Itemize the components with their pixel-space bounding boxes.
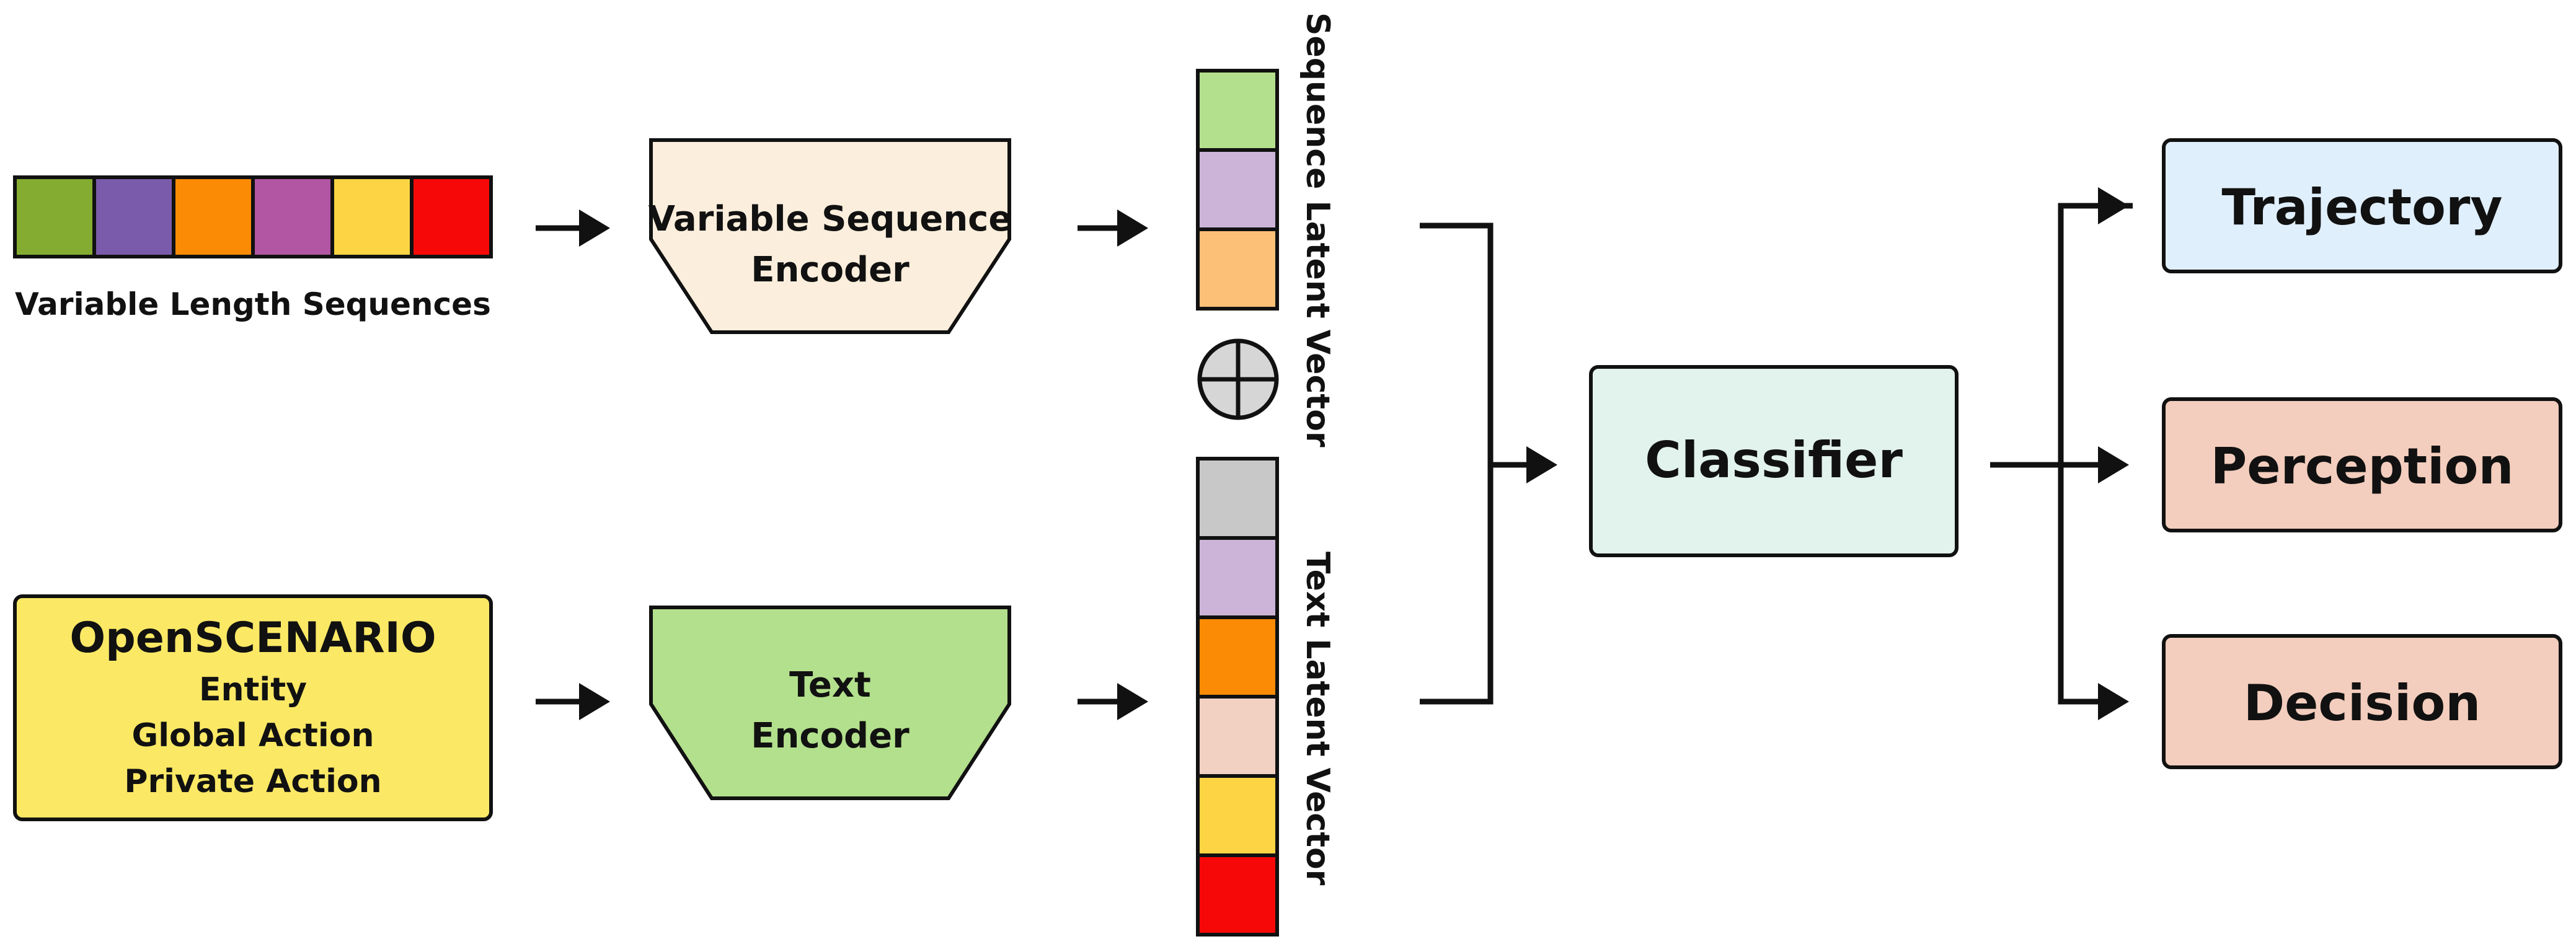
sequence-cell-6 <box>410 175 493 258</box>
trajectory-box <box>2162 138 2562 273</box>
merge-bracket-connector <box>1420 223 1557 705</box>
text-encoder-line2: Encoder <box>751 716 910 756</box>
variable-length-sequence-strip <box>13 175 493 258</box>
text-latent-cell-3 <box>1196 615 1279 699</box>
text-encoder-shape <box>649 606 1011 800</box>
text-latent-cell-1 <box>1196 457 1279 540</box>
sequence-encoder-line2: Encoder <box>751 250 910 290</box>
arrow-to-perception <box>2098 446 2129 483</box>
sequence-latent-label: Sequence Latent Vector <box>1299 12 1336 447</box>
openscenario-line-private-action: Private Action <box>124 763 381 800</box>
arrow-sequence-to-encoder <box>536 209 610 247</box>
decision-box <box>2162 634 2562 769</box>
arrow-to-trajectory <box>2098 187 2129 224</box>
trajectory-label: Trajectory <box>2221 178 2502 236</box>
sequence-cell-2 <box>92 175 175 258</box>
openscenario-title: OpenSCENARIO <box>69 614 436 663</box>
sequence-latent-cell-2 <box>1196 148 1279 231</box>
sequence-cell-1 <box>13 175 96 258</box>
sequence-latent-vector <box>1196 69 1279 311</box>
openscenario-line-global-action: Global Action <box>132 717 374 754</box>
sequence-caption: Variable Length Sequences <box>15 286 491 322</box>
text-latent-cell-5 <box>1196 774 1279 857</box>
sequence-latent-cell-1 <box>1196 69 1279 152</box>
perception-label: Perception <box>2211 438 2514 495</box>
openscenario-box <box>13 594 493 821</box>
sequence-encoder-line1: Variable Sequence <box>648 199 1012 239</box>
arrow-to-decision <box>2098 683 2129 720</box>
text-latent-cell-4 <box>1196 695 1279 778</box>
arrow-encoder-to-text-latent <box>1078 683 1148 720</box>
classifier-label: Classifier <box>1645 431 1903 489</box>
arrow-encoder-to-sequence-latent <box>1078 209 1148 247</box>
sequence-cell-5 <box>330 175 414 258</box>
perception-box <box>2162 397 2562 532</box>
text-encoder-line1: Text <box>789 665 871 705</box>
text-latent-cell-6 <box>1196 853 1279 937</box>
circled-plus-icon <box>1197 338 1279 420</box>
text-latent-cell-2 <box>1196 536 1279 619</box>
sequence-cell-3 <box>172 175 255 258</box>
sequence-cell-4 <box>251 175 334 258</box>
variable-sequence-encoder-shape <box>649 138 1011 334</box>
arrow-scenario-to-encoder <box>536 683 610 720</box>
classifier-box <box>1589 365 1959 557</box>
text-latent-label: Text Latent Vector <box>1299 552 1336 886</box>
sequence-latent-cell-3 <box>1196 227 1279 311</box>
fan-out-connector <box>1990 203 2133 705</box>
openscenario-line-entity: Entity <box>199 671 307 708</box>
text-latent-vector <box>1196 457 1279 937</box>
decision-label: Decision <box>2244 674 2481 732</box>
